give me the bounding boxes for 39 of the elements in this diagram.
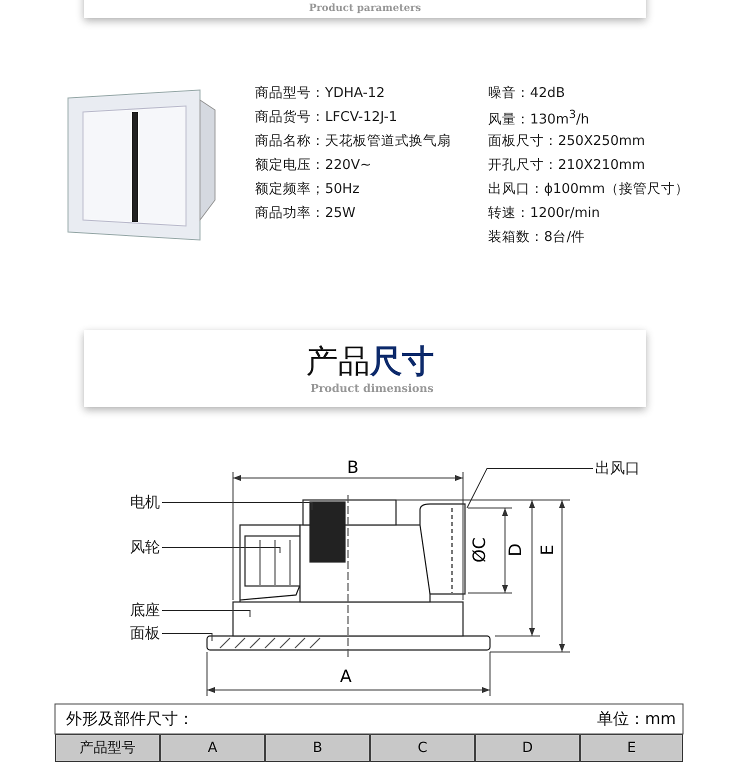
spec-text: 面板尺寸：250X250mm — [488, 132, 646, 150]
table-caption: 外形及部件尺寸： — [66, 709, 194, 730]
spec-text: 出风口：ϕ100mm（接管尺寸） — [488, 180, 689, 198]
spec-text: 噪音：42dB — [488, 84, 566, 102]
part-label: 面板 — [130, 624, 160, 643]
dimension-label: B — [347, 458, 359, 478]
table-header-cell: C — [370, 734, 475, 762]
spec-text: 额定频率；50Hz — [255, 180, 360, 198]
spec-text: 风量：130m$^{3}$/h — [488, 108, 590, 128]
dimension-label: ØC — [470, 537, 490, 563]
spec-text: 商品功率：25W — [255, 204, 356, 222]
leader-line — [162, 633, 212, 642]
section-heading: 产品尺寸 — [306, 341, 434, 382]
leader-line — [162, 610, 250, 618]
spec-text: 开孔尺寸：210X210mm — [488, 156, 646, 174]
leader-line — [466, 468, 594, 508]
dimension-label: D — [506, 543, 526, 557]
spec-text: 商品货号：LFCV-12J-1 — [255, 108, 398, 126]
part-label: 电机 — [130, 493, 160, 512]
table-header-cell: A — [160, 734, 265, 762]
spec-text: 额定电压：220V~ — [255, 156, 372, 174]
dimension-label: A — [340, 667, 352, 687]
spec-text: 装箱数：8台/件 — [488, 228, 586, 246]
unit-note: 单位：mm — [596, 709, 676, 730]
leader-line — [162, 547, 280, 554]
spec-text: 商品型号：YDHA-12 — [255, 84, 385, 102]
spec-text: 转速：1200r/min — [488, 204, 600, 222]
leader-line — [162, 502, 312, 510]
subheading: Product parameters — [309, 3, 421, 14]
dimension-label: E — [538, 544, 558, 556]
part-label: 出风口 — [595, 459, 640, 478]
part-label: 风轮 — [130, 538, 160, 557]
table-header-cell: E — [580, 734, 683, 762]
table-header-cell: D — [475, 734, 580, 762]
table-header-cell: B — [265, 734, 370, 762]
subheading: Product dimensions — [310, 382, 434, 395]
spec-text: 商品名称：天花板管道式换气扇 — [255, 132, 451, 150]
table-header-cell: 产品型号 — [55, 734, 160, 762]
part-label: 底座 — [130, 601, 160, 620]
